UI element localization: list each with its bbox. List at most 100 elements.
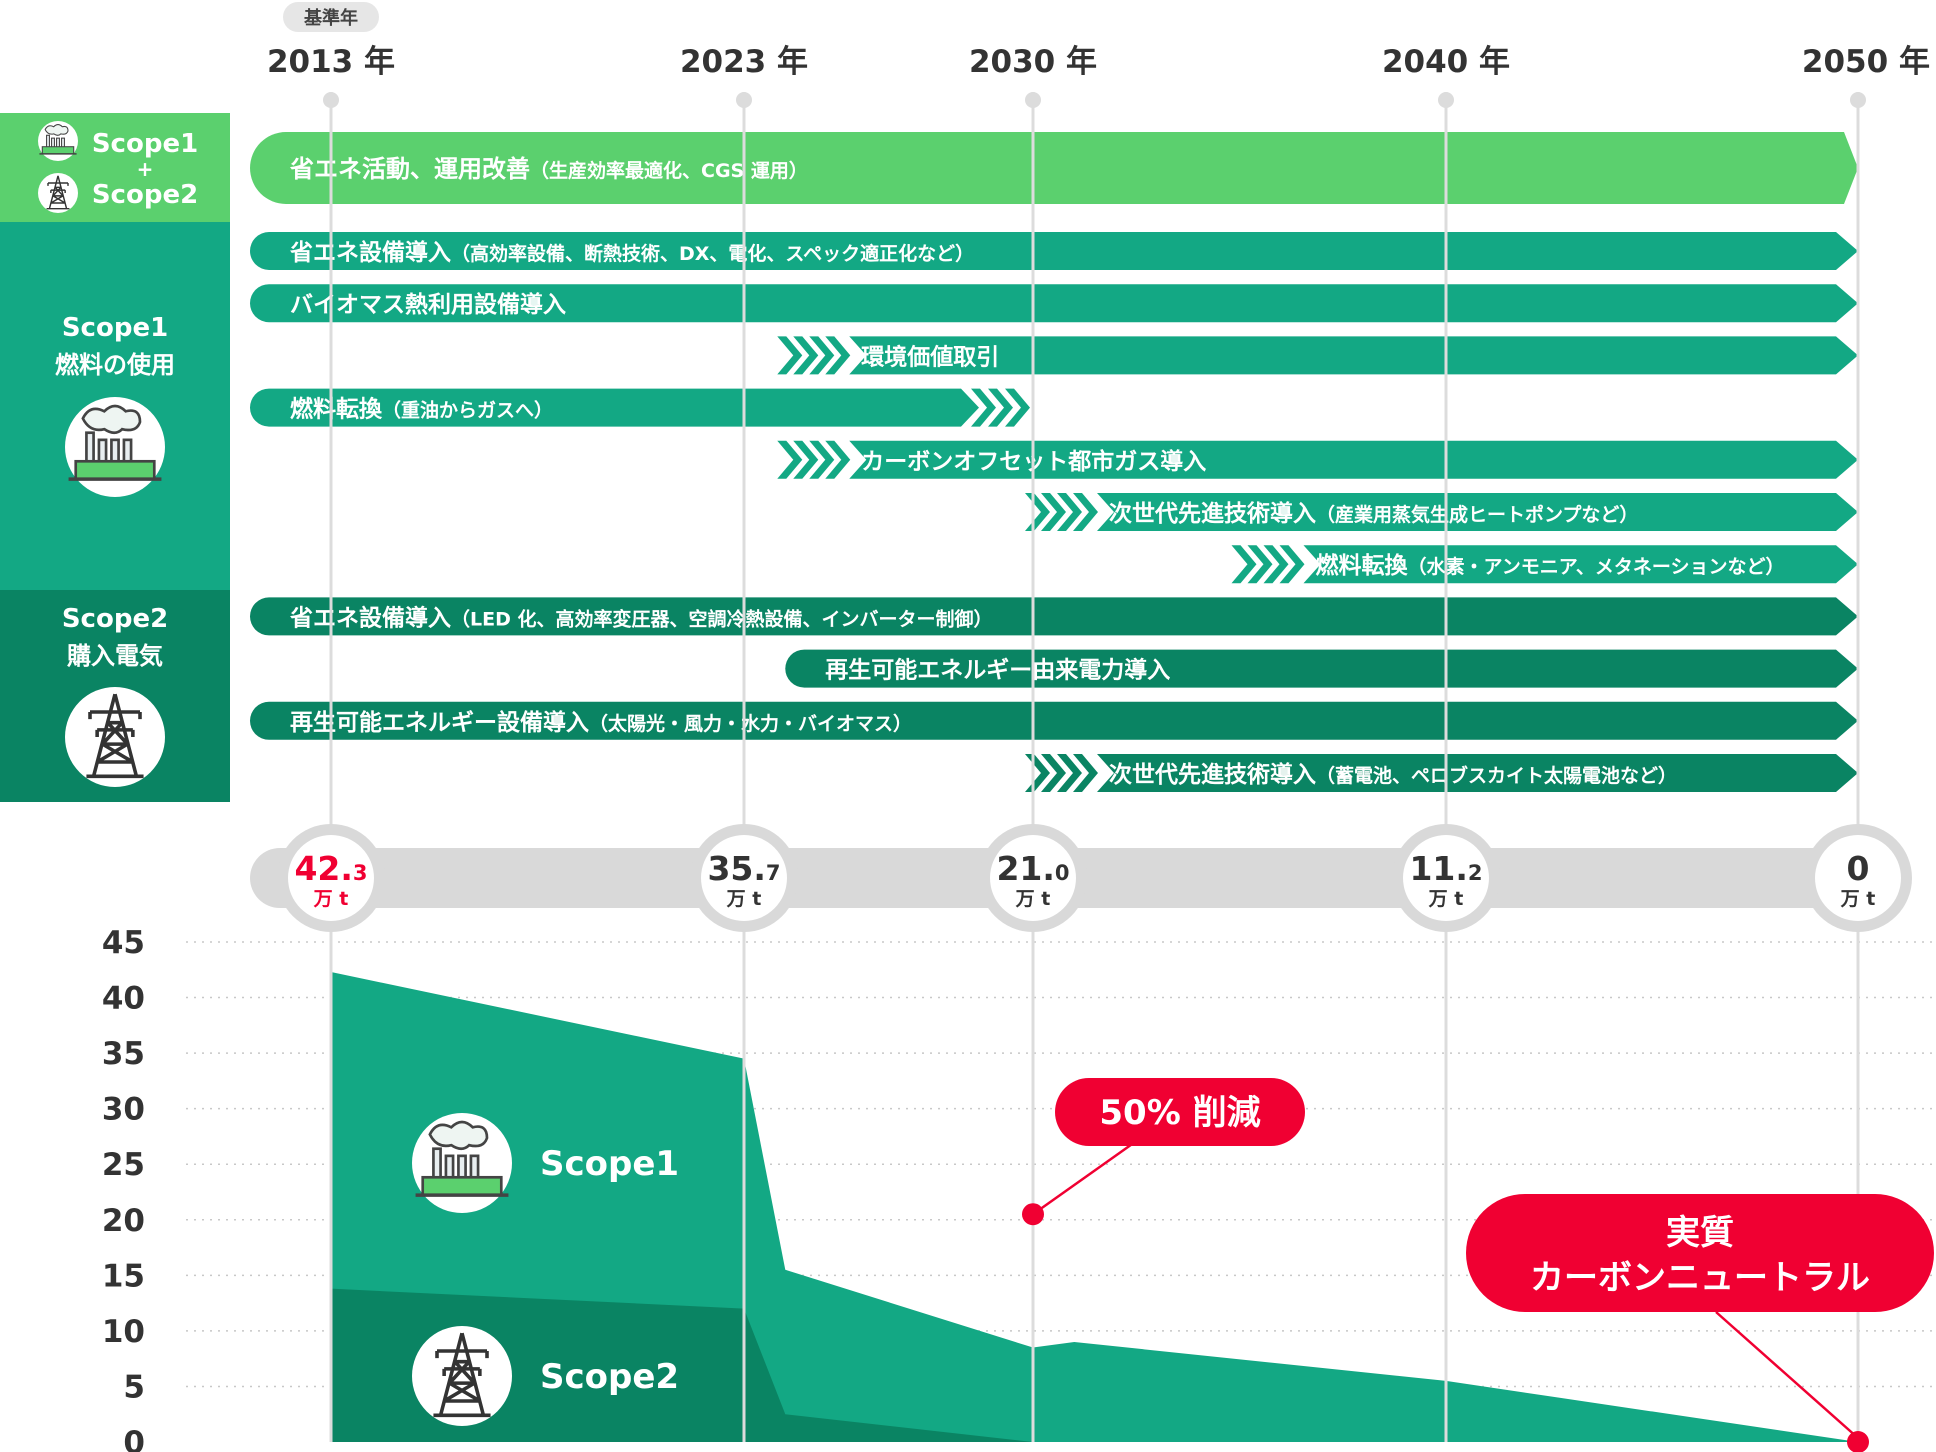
y-tick-label: 40 xyxy=(102,981,145,1017)
chevron-arrow xyxy=(1263,545,1289,584)
annotation-badge-50 xyxy=(1055,1078,1305,1146)
area-scope1-label: Scope1 xyxy=(540,1144,679,1184)
measure-bar: 再生可能エネルギー由来電力導入 xyxy=(785,649,1859,688)
chevron-arrow xyxy=(1247,545,1273,584)
y-tick-label: 25 xyxy=(102,1147,145,1183)
milestone-value: 42.3 xyxy=(294,849,367,888)
milestone-dec: 3 xyxy=(353,861,368,885)
annotation-50-label: 50% 削減 xyxy=(1099,1093,1260,1133)
milestone: 11.2万 t xyxy=(1392,824,1500,932)
chevron-arrow xyxy=(809,336,835,375)
chevron-arrow xyxy=(1057,493,1082,531)
milestone-disc xyxy=(990,835,1076,921)
chevron-arrow xyxy=(793,440,819,479)
measure-label: 省エネ設備導入（LED 化、高効率変圧器、空調冷熱設備、インバーター制御） xyxy=(289,604,992,631)
milestone-unit: 万 t xyxy=(1840,888,1876,910)
measure-main: 環境価値取引 xyxy=(861,343,999,370)
chevron-arrow xyxy=(1057,754,1082,792)
year-dot xyxy=(323,92,339,108)
milestone-dec: 2 xyxy=(1468,861,1483,885)
chevron-arrow xyxy=(793,336,819,375)
chevron-arrow xyxy=(825,440,851,479)
milestone-value: 11.2 xyxy=(1409,849,1482,888)
measure-main: 省エネ設備導入 xyxy=(289,604,451,631)
sidebar-scope12-factory-icon xyxy=(39,124,77,155)
measure-sub: （生産効率最適化、CGS 運用） xyxy=(530,159,808,182)
bar-shape xyxy=(250,388,979,427)
measure-label: 次世代先進技術導入（産業用蒸気生成ヒートポンプなど） xyxy=(1109,500,1638,527)
bar-shape xyxy=(849,440,1858,479)
measure-label: 再生可能エネルギー設備導入（太陽光・風力・水力・バイオマス） xyxy=(290,709,912,736)
sidebar-scope2-tower-icon xyxy=(86,693,144,779)
bar-shape xyxy=(1303,545,1858,584)
measure-bar: 再生可能エネルギー設備導入（太陽光・風力・水力・バイオマス） xyxy=(250,701,1858,740)
y-tick-label: 20 xyxy=(102,1203,145,1239)
chevron-arrow xyxy=(809,440,835,479)
measure-label: 燃料転換（重油からガスへ） xyxy=(290,396,553,423)
annotation-cn-line1: 実質 xyxy=(1666,1213,1734,1253)
chevron-arrow xyxy=(988,388,1013,427)
measure-main: 次世代先進技術導入 xyxy=(1109,500,1316,527)
measure-label: 再生可能エネルギー由来電力導入 xyxy=(825,657,1170,684)
chevron-arrow xyxy=(1073,754,1098,792)
milestone-dec: 7 xyxy=(766,861,781,885)
measure-bar: 省エネ活動、運用改善（生産効率最適化、CGS 運用） xyxy=(250,132,1858,204)
milestone-unit: 万 t xyxy=(1428,888,1464,910)
milestone-int: 11. xyxy=(1409,849,1467,888)
y-tick-label: 45 xyxy=(102,925,145,961)
annotation-badge-cn xyxy=(1466,1194,1934,1312)
y-tick-label: 30 xyxy=(102,1092,145,1128)
measure-label: 燃料転換（水素・アンモニア、メタネーションなど） xyxy=(1316,552,1785,579)
bar-shape xyxy=(250,232,1858,270)
milestone-disc xyxy=(1403,835,1489,921)
area-scope2-label: Scope2 xyxy=(540,1357,679,1397)
bar-shape xyxy=(250,132,1858,204)
milestone: 0万 t xyxy=(1804,824,1912,932)
year-dot xyxy=(736,92,752,108)
year-label: 2050 年 xyxy=(1802,44,1930,80)
milestone-dec: 0 xyxy=(1055,861,1070,885)
sidebar-scope2-line2: 購入電気 xyxy=(67,642,163,670)
measure-sub: （高効率設備、断熱技術、DX、電化、スペック適正化など） xyxy=(451,242,974,265)
y-tick-label: 15 xyxy=(102,1258,145,1294)
chevron-arrow xyxy=(1279,545,1305,584)
y-tick-label: 10 xyxy=(102,1314,145,1350)
sidebar-scope2-tower-icon-circle xyxy=(65,687,165,787)
chevron-arrow xyxy=(825,336,851,375)
area-scope2 xyxy=(331,1288,1858,1442)
chevron-arrow xyxy=(1073,493,1098,531)
chevron-arrow xyxy=(777,336,803,375)
year-label: 2040 年 xyxy=(1382,44,1510,80)
y-tick-label: 5 xyxy=(123,1369,145,1405)
milestone-int: 0 xyxy=(1847,849,1870,888)
sidebar-scope2-line1: Scope2 xyxy=(62,604,168,634)
sidebar-scope12 xyxy=(0,113,230,222)
y-tick-label: 35 xyxy=(102,1036,145,1072)
measure-bar: 燃料転換（水素・アンモニア、メタネーションなど） xyxy=(1231,545,1858,584)
measure-sub: （LED 化、高効率変圧器、空調冷熱設備、インバーター制御） xyxy=(451,607,992,630)
milestone-int: 35. xyxy=(707,849,765,888)
measure-label: 環境価値取引 xyxy=(861,343,999,370)
milestone: 42.3万 t xyxy=(277,824,385,932)
measure-label: バイオマス熱利用設備導入 xyxy=(290,291,566,318)
measure-main: 次世代先進技術導入 xyxy=(1109,761,1316,788)
measure-main: バイオマス熱利用設備導入 xyxy=(290,291,566,318)
area-scope1-factory-icon xyxy=(415,1120,509,1197)
chevron-arrow xyxy=(1231,545,1257,584)
measure-label: 次世代先進技術導入（蓄電池、ペロブスカイト太陽電池など） xyxy=(1109,761,1677,788)
base-year-badge-label: 基準年 xyxy=(303,7,358,29)
bar-shape xyxy=(849,336,1858,375)
measure-bar: 燃料転換（重油からガスへ） xyxy=(250,388,1030,427)
measure-bar: 省エネ設備導入（LED 化、高効率変圧器、空調冷熱設備、インバーター制御） xyxy=(250,597,1858,636)
measure-main: 再生可能エネルギー設備導入 xyxy=(290,709,589,736)
measure-sub: （産業用蒸気生成ヒートポンプなど） xyxy=(1316,503,1638,526)
bar-shape xyxy=(1097,754,1858,792)
sidebar-scope1-factory-icon xyxy=(68,404,162,481)
milestone: 21.0万 t xyxy=(979,824,1087,932)
year-label: 2030 年 xyxy=(969,44,1097,80)
measure-bar: バイオマス熱利用設備導入 xyxy=(250,284,1858,323)
year-dot xyxy=(1850,92,1866,108)
chevron-arrow xyxy=(1041,493,1066,531)
area-scope2-tower-icon xyxy=(433,1332,491,1418)
sidebar-scope12-plus: + xyxy=(137,157,154,181)
